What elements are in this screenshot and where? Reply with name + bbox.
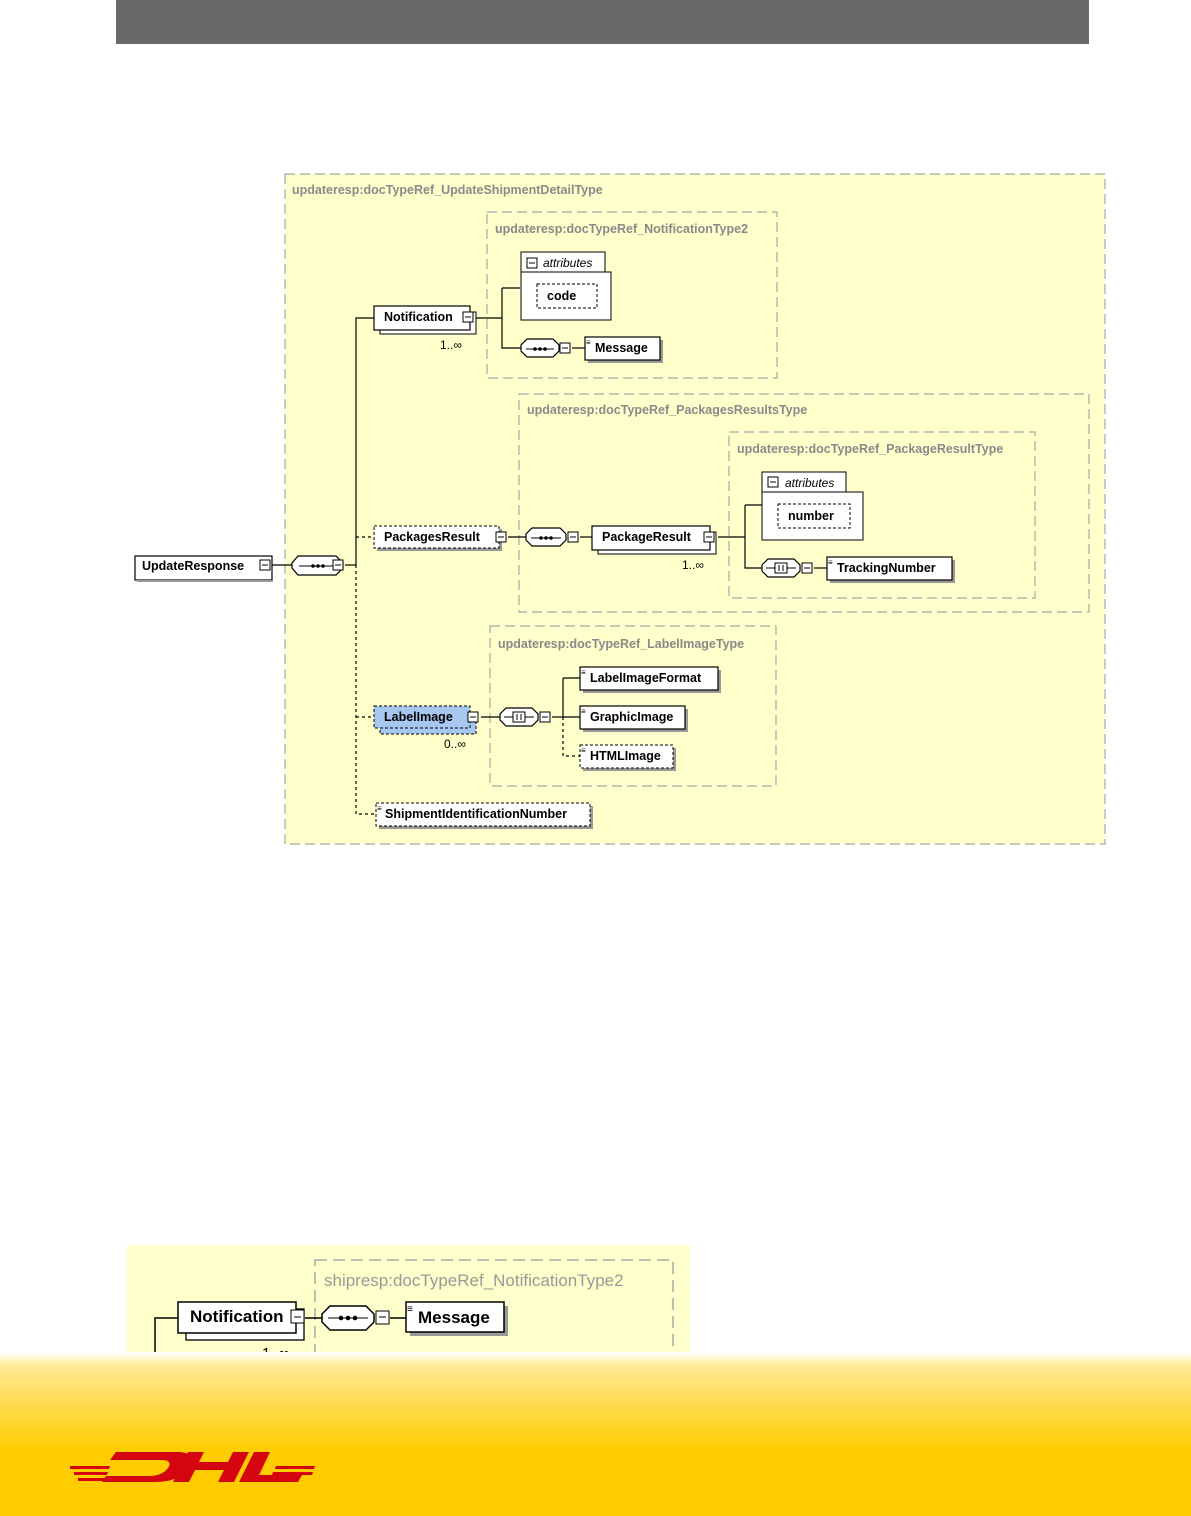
snippet-type-label: shipresp:docTypeRef_NotificationType2 <box>324 1271 624 1290</box>
text-icon: ≡ <box>581 746 586 755</box>
label-image-type-label: updateresp:docTypeRef_LabelImageType <box>498 637 744 651</box>
element-notification[interactable]: Notification <box>373 305 477 335</box>
collapse-icon[interactable] <box>703 531 715 543</box>
snippet-message-label: Message <box>418 1308 490 1327</box>
attributes-label: attributes <box>785 476 834 490</box>
page-footer <box>0 1352 1191 1516</box>
dhl-logo <box>70 1452 315 1482</box>
snippet-element-notification[interactable]: Notification <box>177 1301 305 1341</box>
graphic-image-label: GraphicImage <box>590 710 673 724</box>
collapse-icon[interactable] <box>375 1310 390 1325</box>
attributes-group-package-result: attributes number <box>761 471 864 541</box>
element-html-image[interactable]: ≡ HTMLImage <box>579 744 676 771</box>
label-image-format-label: LabelImageFormat <box>590 671 702 685</box>
notification-type-box <box>486 211 778 379</box>
package-result-type-label: updateresp:docTypeRef_PackageResultType <box>737 442 1003 456</box>
label-image-type-box <box>489 625 777 787</box>
choice-compositor-label[interactable] <box>499 707 539 727</box>
packages-results-type-box <box>518 393 1090 613</box>
message-label: Message <box>595 341 648 355</box>
attribute-number: number <box>788 509 834 523</box>
element-message[interactable]: ≡ Message <box>584 336 663 363</box>
collapse-icon[interactable] <box>332 559 344 571</box>
notification-label: Notification <box>384 310 453 324</box>
label-image-multiplicity: 0..∞ <box>444 737 466 751</box>
collapse-icon[interactable] <box>462 311 474 323</box>
choice-compositor-tracking[interactable] <box>761 558 801 578</box>
page-header-bar <box>116 0 1089 44</box>
element-graphic-image[interactable]: ≡ GraphicImage <box>579 705 688 732</box>
collapse-icon[interactable] <box>801 562 813 574</box>
collapse-icon[interactable] <box>559 342 571 354</box>
text-icon: ≡ <box>377 804 382 813</box>
outer-type-label: updateresp:docTypeRef_UpdateShipmentDeta… <box>292 183 603 197</box>
packages-results-type-label: updateresp:docTypeRef_PackagesResultsTyp… <box>527 403 807 417</box>
attributes-label: attributes <box>543 256 592 270</box>
schema-diagram: updateresp:docTypeRef_UpdateShipmentDeta… <box>134 173 1106 845</box>
update-response-label: UpdateResponse <box>142 559 244 573</box>
sequence-compositor-main[interactable] <box>291 555 344 576</box>
text-icon: ≡ <box>828 558 833 567</box>
text-icon: ≡ <box>581 707 586 716</box>
collapse-icon[interactable] <box>259 559 271 571</box>
html-image-label: HTMLImage <box>590 749 661 763</box>
package-result-label: PackageResult <box>602 530 692 544</box>
collapse-icon[interactable] <box>467 711 479 723</box>
attribute-code: code <box>547 289 576 303</box>
element-shipment-identification-number[interactable]: ≡ ShipmentIdentificationNumber <box>375 802 593 829</box>
element-packages-result[interactable]: PackagesResult <box>373 525 502 551</box>
collapse-icon[interactable] <box>567 531 579 543</box>
text-icon: ≡ <box>586 338 591 347</box>
sequence-compositor-message[interactable] <box>520 338 560 358</box>
collapse-icon[interactable] <box>495 531 507 543</box>
packages-result-label: PackagesResult <box>384 530 481 544</box>
collapse-icon[interactable] <box>539 711 551 723</box>
snippet-element-message[interactable]: ≡ Message <box>405 1301 508 1336</box>
snippet-diagram: shipresp:docTypeRef_NotificationType2 No… <box>127 1245 690 1380</box>
package-result-type-box <box>728 431 1036 599</box>
tracking-number-label: TrackingNumber <box>837 561 936 575</box>
sequence-compositor-packages[interactable] <box>525 527 567 547</box>
element-label-image[interactable]: LabelImage <box>373 705 477 735</box>
attributes-group-notification: attributes code <box>520 251 612 321</box>
notification-multiplicity: 1..∞ <box>440 338 462 352</box>
label-image-label: LabelImage <box>384 710 453 724</box>
package-result-multiplicity: 1..∞ <box>682 558 704 572</box>
element-package-result[interactable]: PackageResult <box>591 525 717 555</box>
text-icon: ≡ <box>581 668 586 677</box>
element-update-response[interactable]: UpdateResponse <box>134 555 273 582</box>
snippet-notification-label: Notification <box>190 1307 284 1326</box>
element-tracking-number[interactable]: ≡ TrackingNumber <box>826 556 955 583</box>
element-label-image-format[interactable]: ≡ LabelImageFormat <box>579 666 721 693</box>
notification-type-label: updateresp:docTypeRef_NotificationType2 <box>495 222 748 236</box>
collapse-icon[interactable] <box>290 1309 305 1324</box>
shipment-identification-number-label: ShipmentIdentificationNumber <box>385 807 567 821</box>
text-icon: ≡ <box>407 1304 413 1315</box>
snippet-sequence-compositor[interactable] <box>321 1305 375 1331</box>
